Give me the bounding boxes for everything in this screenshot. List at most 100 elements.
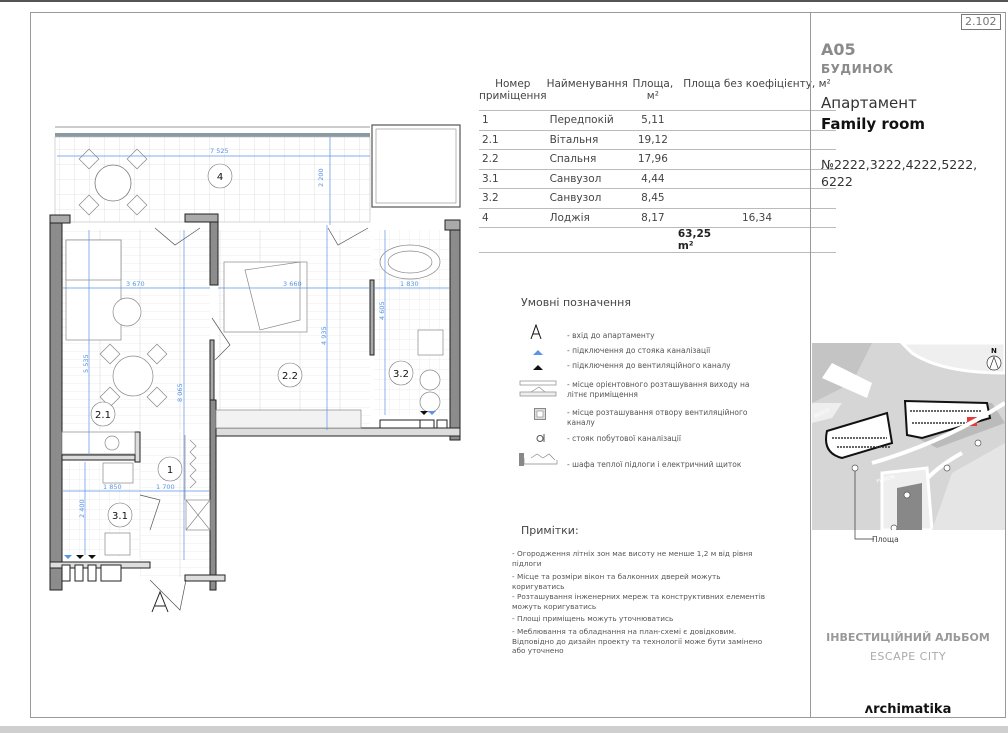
dimension-label: 5 535	[82, 354, 90, 373]
room-number: 3.1	[479, 169, 547, 189]
archimatika-logo: ʌrchimatika	[864, 702, 952, 717]
sewer-connection-icon	[533, 350, 543, 355]
room-label-2-2: 2.2	[282, 371, 298, 382]
column-header-name: Найменування	[546, 78, 628, 111]
sheet-frame	[30, 12, 1005, 718]
album-title: ІНВЕСТИЦІЙНИЙ АЛЬБОМ	[826, 631, 990, 644]
bottom-bar	[0, 726, 1008, 733]
room-area: 8,17	[627, 208, 678, 228]
room-name: Передпокій	[546, 110, 628, 131]
info-panel	[810, 12, 1006, 718]
room-label-2-1: 2.1	[95, 410, 111, 421]
legend-item: - місце розташування отвору вентиляційно…	[567, 408, 748, 427]
room-area: 4,44	[627, 169, 678, 189]
column-header-number: Номер приміщення	[479, 78, 547, 111]
column-header-area-raw: Площа без коефіцієнту, м²	[677, 78, 837, 111]
dimension-label: 4 935	[320, 326, 328, 345]
furniture	[61, 239, 444, 556]
total-row: 63,25 m²	[479, 227, 836, 253]
room-number: 2.1	[479, 130, 547, 150]
entrance-arrow-icon	[530, 324, 542, 340]
note-item: - Меблювання та обладнання на план-схемі…	[512, 627, 763, 655]
summer-exit-icon	[519, 380, 557, 397]
doors	[139, 227, 369, 611]
legend-item: - підключення до стояка каналізації	[567, 346, 711, 355]
note-item: - Площі приміщень можуть уточнюватись	[512, 614, 674, 623]
room-area: 5,11	[627, 110, 678, 131]
dimension-label: 1 830	[400, 280, 419, 288]
square-label: Площа	[872, 535, 899, 544]
legend-item: - шафа теплої підлоги і електричний щито…	[567, 460, 742, 469]
dimension-label: 7 525	[210, 147, 229, 155]
room-area: 17,96	[627, 149, 678, 170]
room-number: 3.2	[479, 188, 547, 209]
legend-item: - місце орієнтовного розташування виходу…	[567, 380, 750, 399]
room-number: 2.2	[479, 149, 547, 170]
room-name: Вітальня	[546, 130, 628, 150]
apartment-type: Family room	[821, 115, 926, 133]
site-map: WOOD FUSION N	[812, 343, 1005, 530]
dimension-labels: 7 525 2 200 3 670 3 660 1 830 4 605 4 93…	[78, 147, 419, 518]
rooms-table: Номер приміщення Найменування Площа, м² …	[479, 78, 837, 253]
square-pointer	[854, 530, 874, 540]
room-area: 19,12	[627, 130, 678, 150]
room-area-raw: 16,34	[677, 208, 837, 228]
total-area: 63,25 m²	[502, 227, 712, 253]
room-number: 1	[479, 110, 547, 131]
room-area-raw	[677, 110, 837, 131]
walls	[49, 213, 461, 591]
room-labels: 4 2.1 2.2 3.2 1 3.1	[90, 163, 414, 528]
dimension-label: 1 700	[156, 483, 175, 491]
dimension-label: 2 200	[317, 168, 325, 187]
sewer-riser-icon	[536, 434, 545, 442]
room-number: 4	[479, 208, 547, 228]
north-arrow-icon	[986, 355, 1002, 371]
north-label: N	[991, 347, 997, 355]
floor-plan: 7 525 2 200 3 670 3 660 1 830 4 605 4 93…	[49, 124, 461, 613]
dimension-label: 4 605	[378, 301, 386, 320]
room-label-4: 4	[217, 172, 223, 183]
room-label-3-1: 3.1	[112, 511, 128, 522]
room-name: Лоджія	[546, 208, 628, 228]
room-name: Санвузол	[546, 188, 628, 209]
dimension-lines	[57, 137, 450, 560]
column-header-area: Площа, м²	[627, 78, 678, 111]
street-label: FUSION	[876, 474, 896, 485]
legend-item: - стояк побутової каналізації	[567, 434, 681, 443]
room-label-1: 1	[167, 465, 173, 476]
room-area-raw	[677, 130, 837, 150]
sheet-number: 2.102	[961, 14, 1001, 30]
dimension-label: 3 670	[126, 280, 145, 288]
dimension-label: 3 660	[283, 280, 302, 288]
entrance-arrow-icon	[151, 590, 169, 613]
room-area: 8,45	[627, 188, 678, 209]
apartment-numbers: №2222,3222,4222,5222, 6222	[821, 157, 978, 189]
floor-heating-cabinet-icon	[519, 453, 558, 466]
loggia	[54, 124, 461, 223]
room-area-raw	[677, 188, 837, 209]
vent-opening-icon	[534, 408, 546, 420]
room-area-raw	[677, 149, 837, 170]
dimension-label: 8 065	[176, 383, 184, 402]
legend-item: - вхід до апартаменту	[567, 331, 655, 340]
ventilation-connection-icon	[533, 365, 543, 370]
legend-title: Умовні позначення	[521, 296, 631, 309]
building-label: БУДИНОК	[821, 62, 894, 76]
room-label-3-2: 3.2	[393, 369, 409, 380]
note-item: - Місце та розміри вікон та балконних дв…	[512, 572, 721, 591]
note-item: - Розташування інженерних мереж та конст…	[512, 592, 766, 611]
legend-item: - підключення до вентиляційного каналу	[567, 361, 731, 370]
room-name: Спальня	[546, 149, 628, 170]
room-area-raw	[677, 169, 837, 189]
note-item: - Огородження літніх зон має висоту не м…	[512, 549, 753, 568]
top-border	[0, 0, 1008, 2]
project-name: ESCAPE CITY	[869, 650, 947, 663]
dimension-label: 2 400	[78, 499, 86, 518]
building-code: A05	[821, 40, 856, 59]
notes-title: Примітки:	[521, 524, 579, 537]
